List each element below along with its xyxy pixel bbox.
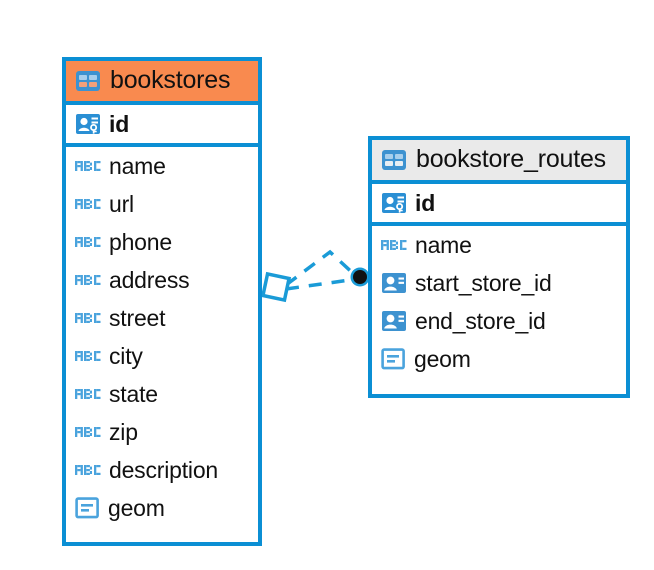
relationship-line-upper	[284, 249, 359, 287]
field-name: state	[109, 380, 158, 407]
field-row[interactable]: address	[66, 261, 258, 299]
geometry-icon	[75, 496, 100, 520]
entity-bookstores[interactable]: bookstores id	[62, 57, 262, 546]
field-row[interactable]: phone	[66, 223, 258, 261]
entity-header-bookstore-routes[interactable]: bookstore_routes	[372, 140, 626, 184]
field-list-bookstores: id	[66, 105, 258, 527]
field-row[interactable]: city	[66, 337, 258, 375]
field-name: id	[415, 189, 436, 216]
relationship-line-lower	[285, 277, 358, 291]
abc-text-icon	[75, 158, 101, 174]
field-name: phone	[109, 228, 172, 255]
field-row[interactable]: id	[372, 184, 626, 226]
primary-key-icon	[381, 191, 407, 215]
abc-text-icon	[75, 234, 101, 250]
field-list-bookstore-routes: id	[372, 184, 626, 378]
abc-text-icon	[75, 196, 101, 212]
foreign-key-icon	[381, 271, 407, 295]
field-row[interactable]: name	[372, 226, 626, 264]
field-name: street	[109, 304, 166, 331]
field-row[interactable]: id	[66, 105, 258, 147]
table-icon	[381, 149, 407, 171]
field-name: address	[109, 266, 190, 293]
field-name: id	[109, 110, 130, 137]
entity-bookstore-routes[interactable]: bookstore_routes id	[368, 136, 630, 398]
field-name: description	[109, 456, 219, 483]
entity-header-bookstores[interactable]: bookstores	[66, 61, 258, 105]
field-name: end_store_id	[415, 307, 546, 334]
abc-text-icon	[381, 237, 407, 253]
field-row[interactable]: geom	[372, 340, 626, 378]
geometry-icon	[381, 347, 406, 371]
field-name: zip	[109, 418, 138, 445]
field-row[interactable]: state	[66, 375, 258, 413]
table-icon	[75, 70, 101, 92]
foreign-key-icon	[381, 309, 407, 333]
field-row[interactable]: url	[66, 185, 258, 223]
filled-circle-marker	[350, 267, 370, 287]
entity-title-bookstores: bookstores	[110, 66, 231, 94]
field-row[interactable]: zip	[66, 413, 258, 451]
abc-text-icon	[75, 424, 101, 440]
field-name: name	[109, 152, 166, 179]
field-row[interactable]: name	[66, 147, 258, 185]
field-name: url	[109, 190, 134, 217]
field-name: city	[109, 342, 143, 369]
entity-title-bookstore-routes: bookstore_routes	[416, 145, 606, 173]
field-name: start_store_id	[415, 269, 552, 296]
field-name: geom	[108, 494, 165, 521]
diamond-marker	[260, 271, 292, 303]
field-name: geom	[414, 345, 471, 372]
field-row[interactable]: street	[66, 299, 258, 337]
field-row[interactable]: end_store_id	[372, 302, 626, 340]
field-row[interactable]: start_store_id	[372, 264, 626, 302]
abc-text-icon	[75, 310, 101, 326]
abc-text-icon	[75, 462, 101, 478]
field-row[interactable]: geom	[66, 489, 258, 527]
abc-text-icon	[75, 386, 101, 402]
abc-text-icon	[75, 272, 101, 288]
field-row[interactable]: description	[66, 451, 258, 489]
abc-text-icon	[75, 348, 101, 364]
field-name: name	[415, 231, 472, 258]
primary-key-icon	[75, 112, 101, 136]
